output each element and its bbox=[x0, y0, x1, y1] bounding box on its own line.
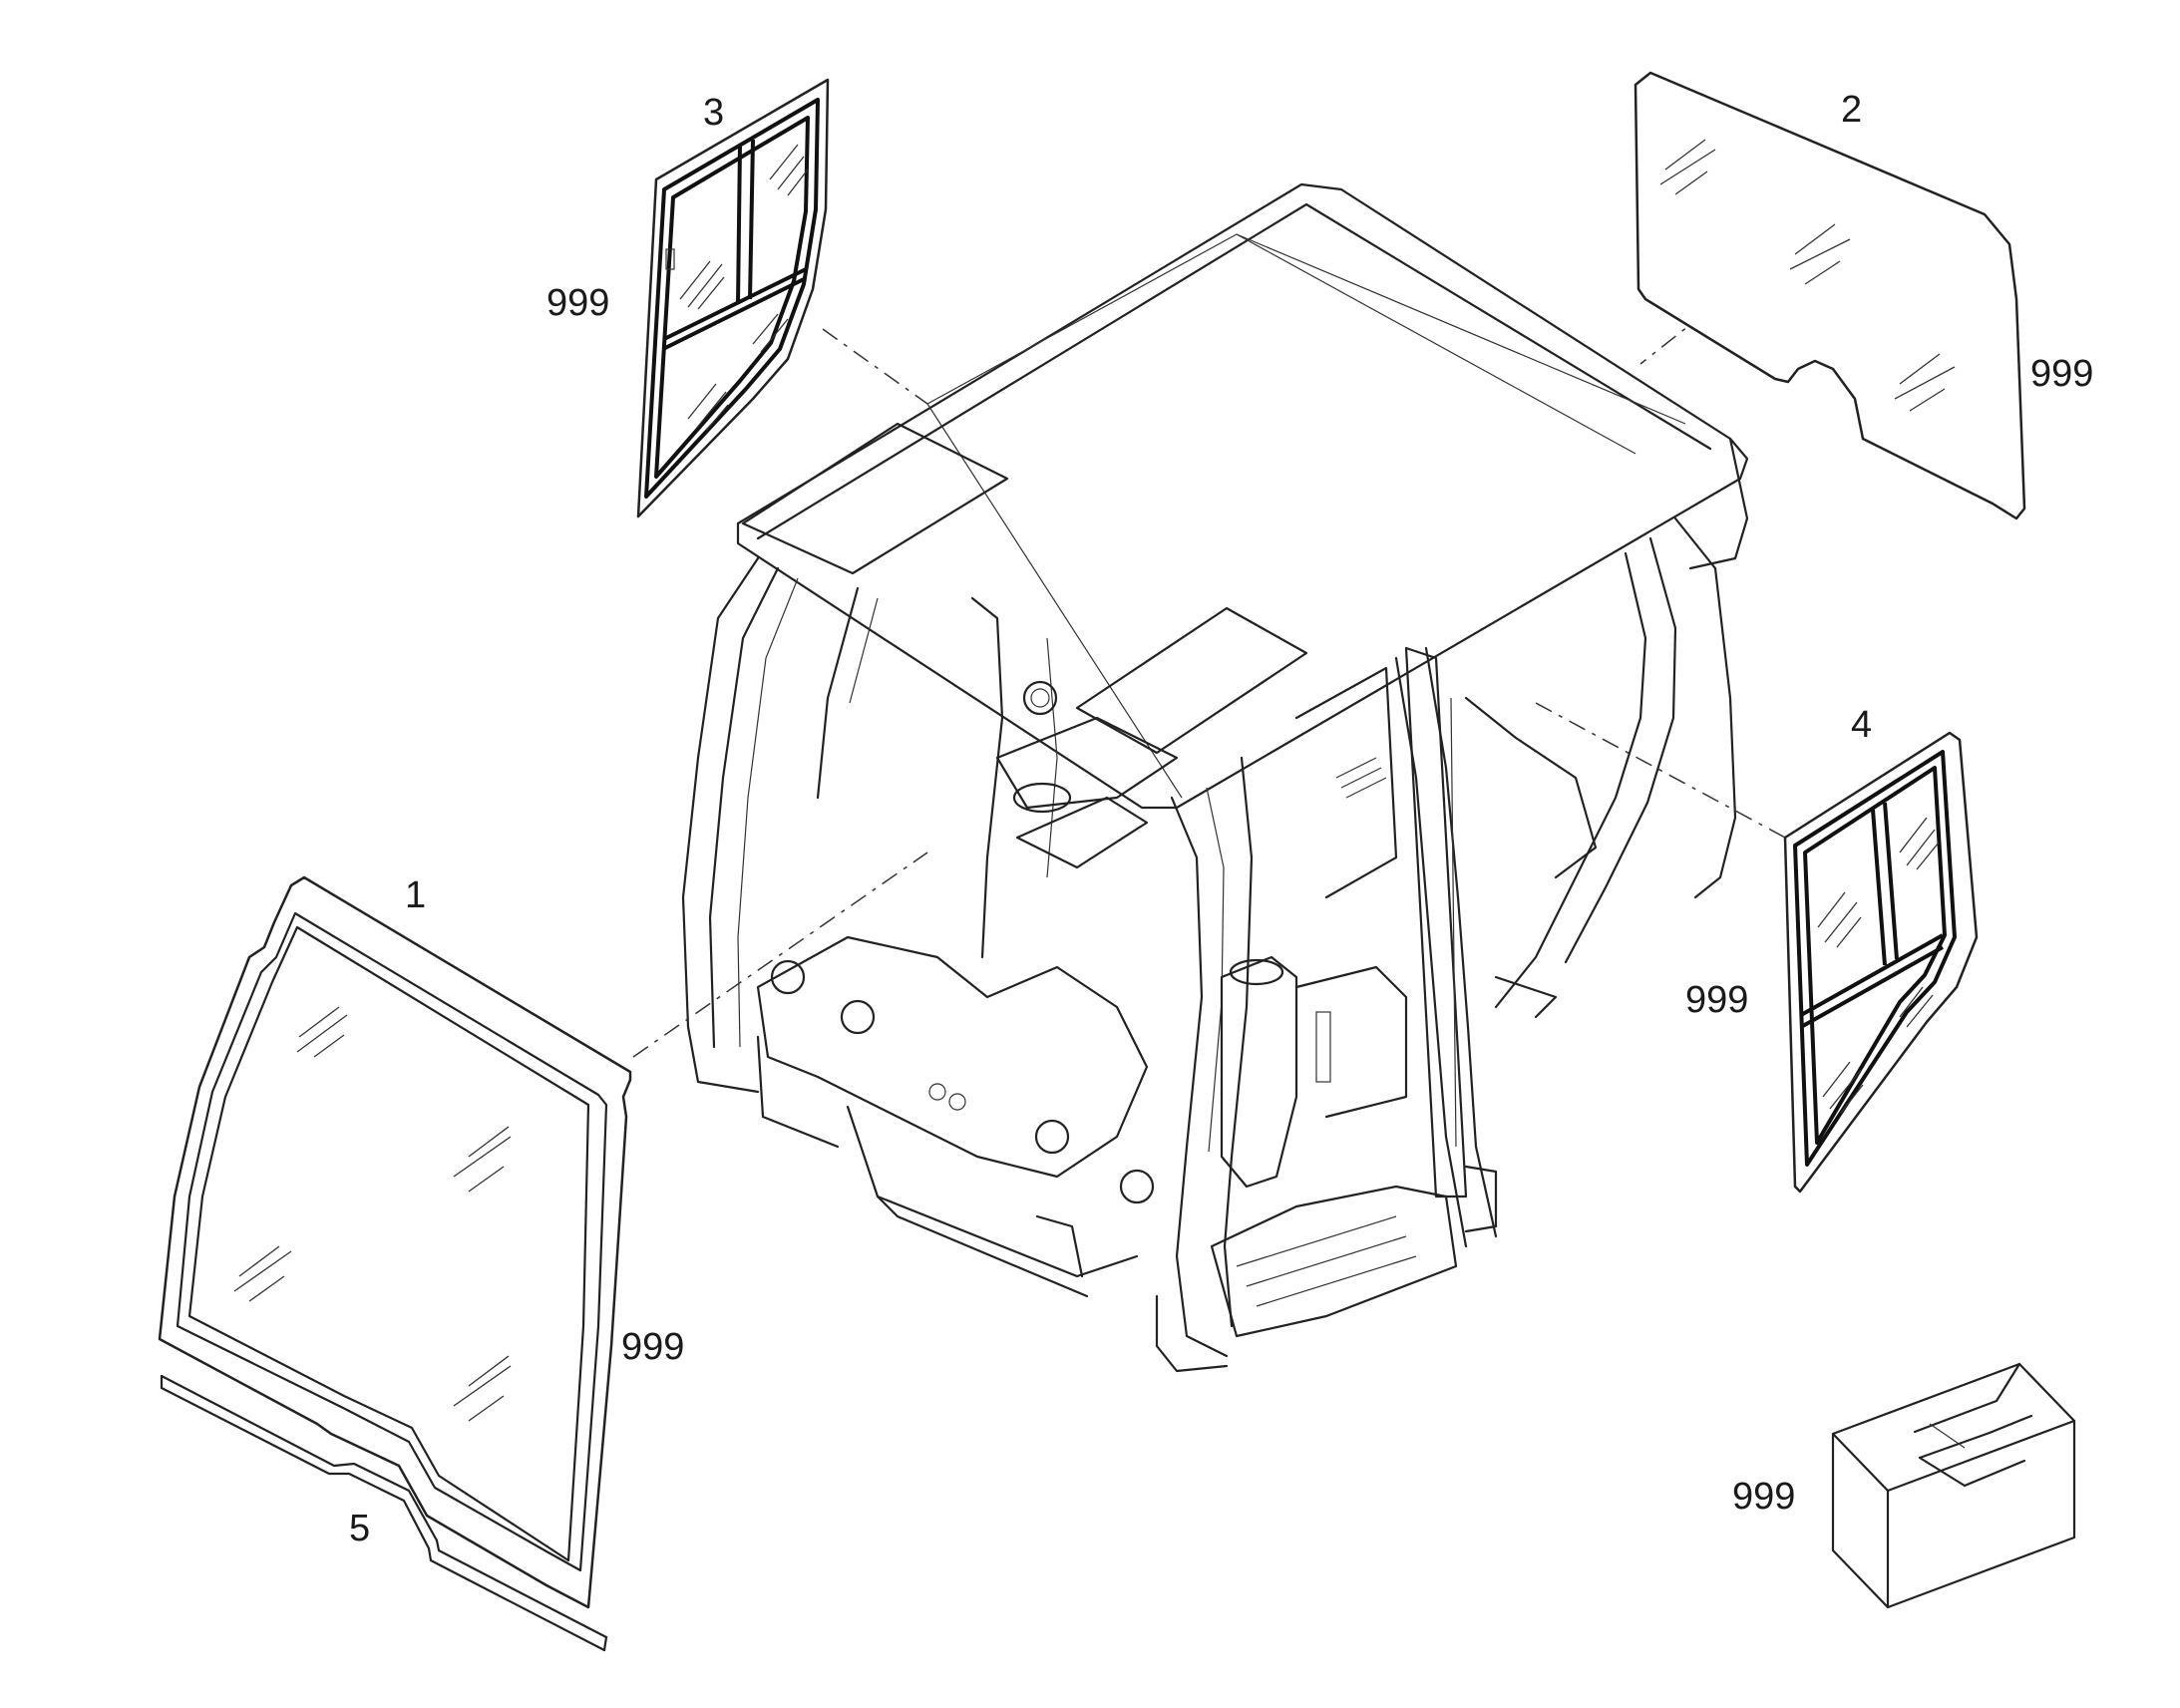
glass-hatch-2b bbox=[1789, 223, 1851, 285]
glass-hatch-3a bbox=[679, 260, 725, 310]
callout-ref-1: 1 bbox=[405, 874, 426, 916]
right-side-glass[interactable] bbox=[1634, 71, 2026, 520]
glass-hatch-4d bbox=[1899, 986, 1934, 1028]
glass-hatch-1a bbox=[296, 1006, 348, 1058]
glass-hatch-1c bbox=[233, 1245, 292, 1302]
glass-hatch-1d bbox=[453, 1355, 512, 1422]
glass-hatch-4c bbox=[1822, 1061, 1864, 1114]
glass-hatch-2c bbox=[1894, 353, 1956, 412]
callout-qty-2: 999 bbox=[2030, 353, 2093, 395]
glass-hatch-3c bbox=[687, 383, 729, 432]
callout-ref-3: 3 bbox=[703, 92, 724, 134]
glass-hatch-4a bbox=[1817, 891, 1862, 948]
lower-seal-strip[interactable] bbox=[160, 1374, 608, 1652]
callout-qty-3: 999 bbox=[546, 282, 609, 324]
glass-hatch-3d bbox=[752, 313, 789, 353]
callout-ref-2: 2 bbox=[1841, 89, 1862, 131]
kit-box-icon[interactable] bbox=[1831, 1362, 2076, 1609]
glass-hatch-1b bbox=[453, 1126, 512, 1193]
right-door-glass[interactable] bbox=[1783, 731, 1979, 1194]
glass-hatch-4b bbox=[1899, 817, 1940, 870]
front-windshield-glass[interactable] bbox=[158, 875, 632, 1609]
cab-frame bbox=[681, 182, 1749, 1373]
callout-qty-1: 999 bbox=[621, 1326, 684, 1368]
callout-qty-4: 999 bbox=[1685, 979, 1748, 1021]
glass-hatch-2a bbox=[1659, 139, 1716, 195]
assembly-leader-lines bbox=[632, 288, 1786, 1058]
callout-ref-4: 4 bbox=[1851, 704, 1872, 746]
glass-hatch-3b bbox=[769, 144, 809, 196]
callout-ref-5: 5 bbox=[349, 1508, 370, 1549]
left-door-glass[interactable] bbox=[636, 78, 830, 518]
callout-qty-kit: 999 bbox=[1732, 1476, 1795, 1518]
